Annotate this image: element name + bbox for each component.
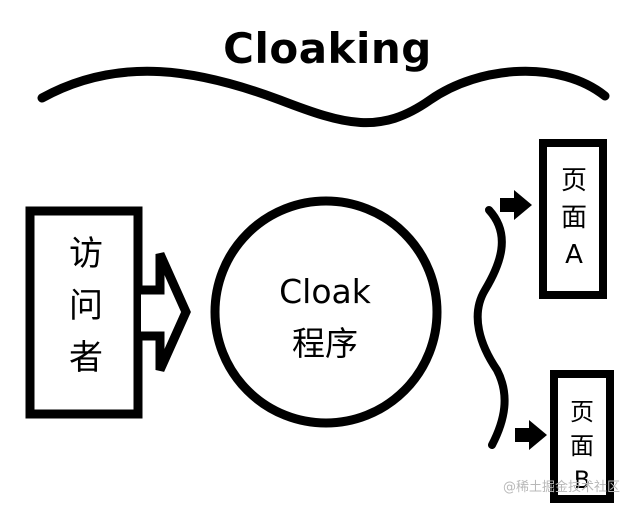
page-a-label: 页 面 A [560, 166, 587, 270]
cloak-program-circle [210, 196, 442, 428]
title-wave-line [37, 66, 610, 128]
watermark-text: @稀土掘金技术社区 [503, 480, 621, 495]
page-a-box [539, 139, 607, 299]
cloak-program-label: Cloak 程序 [279, 272, 371, 363]
branch-wave-line [473, 206, 509, 449]
arrow-to-page-b-icon [515, 420, 547, 450]
page-b-label: 页 面 B [570, 398, 594, 494]
visitor-to-program-arrow [141, 252, 191, 372]
page-b-box [550, 370, 614, 503]
visitor-box [25, 206, 143, 419]
visitor-label: 访 问 者 [69, 234, 103, 378]
arrow-to-page-a-icon [500, 190, 532, 220]
diagram-title: Cloaking [223, 24, 432, 73]
